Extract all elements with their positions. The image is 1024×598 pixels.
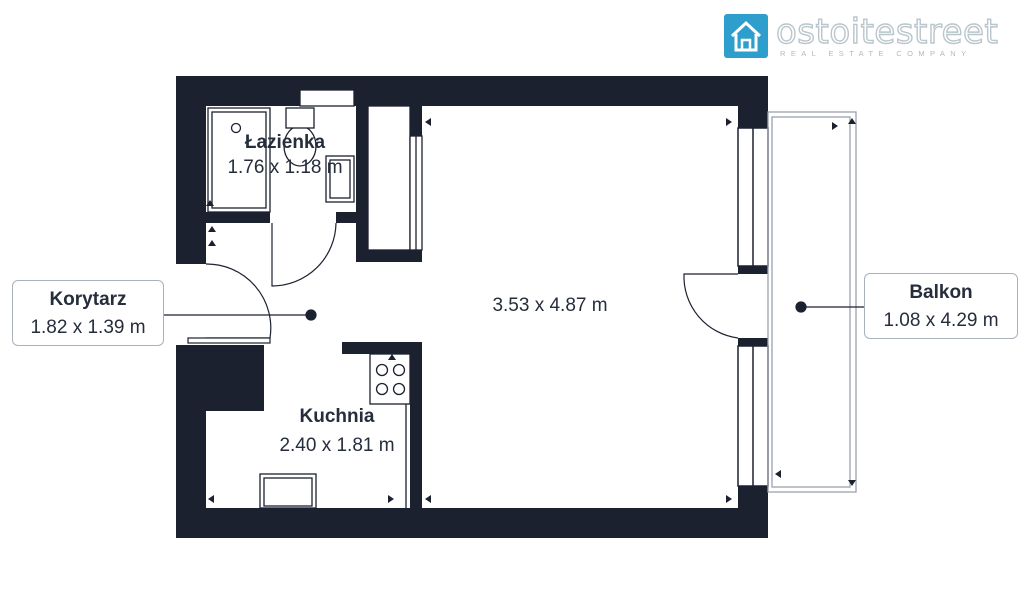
company-name: ostoitestreet: [775, 11, 999, 52]
room-label-kuchnia: Kuchnia 2.40 x 1.81 m: [256, 405, 418, 459]
closet-right-wall: [410, 106, 422, 136]
kitchen-top-wall: [342, 342, 422, 354]
wall-right-lower: [738, 486, 768, 538]
company-logo: ostoitestreet REAL ESTATE COMPANY: [724, 11, 1014, 60]
stove: [369, 353, 411, 405]
house-icon: [724, 14, 768, 58]
wall-right-upper: [738, 76, 768, 128]
shower-drain-icon: [230, 122, 242, 134]
room-name: Łazienka: [244, 132, 326, 153]
wall-left-upper: [176, 76, 206, 264]
room-size: 2.40 x 1.81 m: [279, 435, 395, 456]
label-connectors: [163, 301, 865, 321]
burner-icon: [392, 382, 406, 396]
room-label-korytarz: Korytarz 1.82 x 1.39 m: [12, 280, 164, 346]
entrance-door-swing: [205, 263, 272, 339]
balcony-door-swing: [683, 273, 739, 339]
wall-right-mid-bottom: [738, 338, 768, 346]
kitchen-column: [206, 345, 264, 411]
room-label-lazienka: Łazienka 1.76 x 1.18 m: [214, 131, 356, 181]
walls: [176, 76, 768, 538]
kitchen-fixtures: [259, 353, 411, 509]
bathroom-door-swing: [271, 222, 337, 287]
room-size: 1.08 x 4.29 m: [883, 310, 999, 331]
bathroom-bottom-wall-right: [336, 212, 356, 223]
room-label-balkon: Balkon 1.08 x 4.29 m: [864, 273, 1018, 339]
wall-top: [176, 76, 768, 106]
kitchen-right-wall: [410, 354, 422, 508]
room-size: 1.82 x 1.39 m: [30, 317, 146, 338]
room-name: Korytarz: [49, 289, 127, 310]
bathroom-right-wall: [356, 76, 368, 262]
room-name: Kuchnia: [299, 406, 375, 427]
closet-bottom-wall: [356, 250, 422, 262]
burner-icon: [392, 363, 406, 377]
korytarz-dot: [305, 309, 317, 321]
burner-icon: [375, 363, 389, 377]
balcony-windows: [737, 127, 769, 487]
wall-right-mid-top: [738, 266, 768, 274]
burner-icon: [375, 382, 389, 396]
room-label-pokoj: 3.53 x 4.87 m: [470, 293, 630, 319]
dimension-arrows: [206, 118, 856, 503]
bathroom-bottom-wall: [206, 212, 270, 223]
doors: [187, 222, 739, 344]
toilet-tank: [299, 89, 355, 107]
room-name: Balkon: [909, 282, 973, 303]
wall-bottom: [176, 508, 768, 538]
wall-left-lower: [176, 345, 206, 538]
balcony-outline: [767, 111, 857, 493]
closet: [367, 105, 423, 251]
bathroom-fixtures: [207, 89, 355, 213]
balkon-dot: [795, 301, 807, 313]
room-size: 3.53 x 4.87 m: [492, 295, 608, 316]
room-size: 1.76 x 1.18 m: [227, 157, 343, 178]
company-tagline: REAL ESTATE COMPANY: [780, 49, 972, 58]
